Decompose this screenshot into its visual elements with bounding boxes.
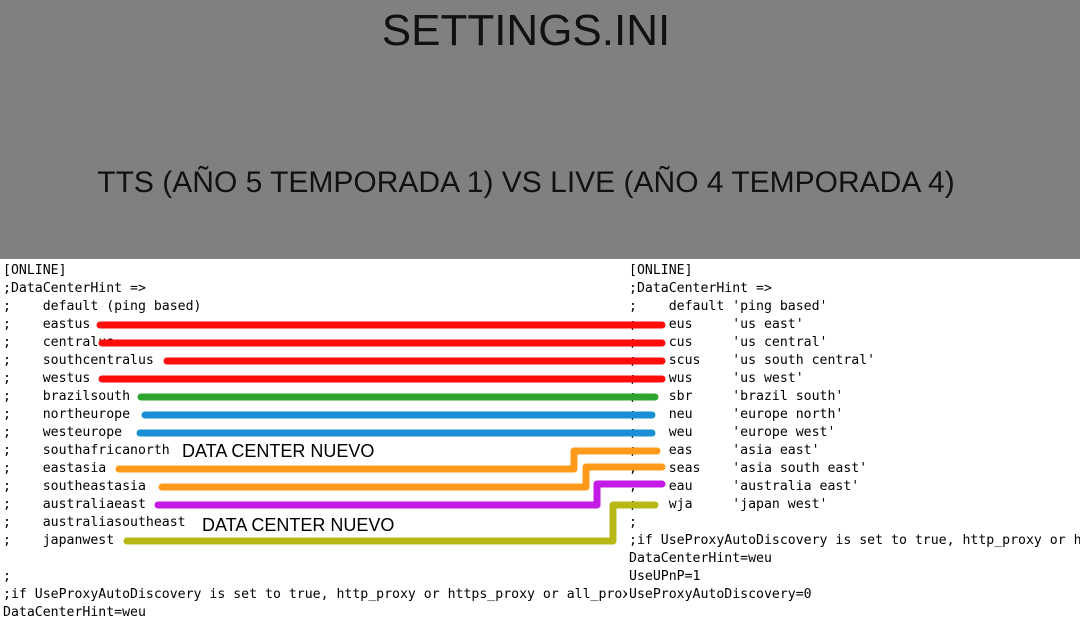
code-line: DataCenterHint=weu — [629, 551, 772, 566]
code-line: ;if UseProxyAutoDiscovery is set to true… — [3, 587, 627, 602]
code-line: ; wus 'us west' — [629, 371, 804, 386]
code-line: ; westeurope — [3, 425, 123, 440]
code-line: ; eau 'australia east' — [629, 479, 860, 494]
header-banner: SETTINGS.INI TTS (AÑO 5 TEMPORADA 1) VS … — [0, 0, 1080, 259]
right-file-pane: [ONLINE] ;DataCenterHint => ; default 'p… — [629, 262, 1080, 618]
code-line: ;if UseProxyAutoDiscovery is set to true… — [629, 533, 1080, 548]
code-line: ;DataCenterHint => — [629, 281, 772, 296]
code-line: ; brazilsouth — [3, 389, 131, 404]
code-line: ; seas 'asia south east' — [629, 461, 868, 476]
code-line: ; northeurope — [3, 407, 131, 422]
code-line: ; cus 'us central' — [629, 335, 828, 350]
left-file-pane: [ONLINE] ;DataCenterHint => ; default (p… — [0, 262, 627, 618]
code-line: ; weu 'europe west' — [629, 425, 836, 440]
code-line: ; — [3, 569, 11, 584]
code-line: ;DataCenterHint => — [3, 281, 146, 296]
code-line: ; — [629, 515, 637, 530]
code-line: ; eus 'us east' — [629, 317, 804, 332]
code-line: ; australiaeast — [3, 497, 146, 512]
code-line: ; eas 'asia east' — [629, 443, 820, 458]
code-line: ; wja 'japan west' — [629, 497, 828, 512]
code-line: UseProxyAutoDiscovery=0 — [629, 587, 812, 602]
code-line: ; australiasoutheast — [3, 515, 186, 530]
code-line: ; southafricanorth — [3, 443, 170, 458]
code-line: ; southcentralus — [3, 353, 154, 368]
code-line: ; eastasia — [3, 461, 107, 476]
code-line: DataCenterHint=weu — [3, 605, 146, 618]
code-line: ; default 'ping based' — [629, 299, 828, 314]
code-line: UseUPnP=1 — [629, 569, 701, 584]
code-line: ; southeastasia — [3, 479, 146, 494]
code-line: ; neu 'europe north' — [629, 407, 844, 422]
code-line: ; scus 'us south central' — [629, 353, 876, 368]
new-datacenter-note: DATA CENTER NUEVO — [202, 515, 395, 535]
page-title: SETTINGS.INI — [381, 6, 671, 55]
code-line: ; centralus — [3, 335, 115, 350]
page-subtitle: TTS (AÑO 5 TEMPORADA 1) VS LIVE (AÑO 4 T… — [97, 166, 955, 199]
code-line: ; westus — [3, 371, 91, 386]
code-line: ; sbr 'brazil south' — [629, 389, 844, 404]
code-line: ; default (ping based) — [3, 299, 202, 314]
code-line: [ONLINE] — [629, 263, 693, 278]
code-line: ; japanwest — [3, 533, 115, 548]
code-line: [ONLINE] — [3, 263, 67, 278]
new-datacenter-note: DATA CENTER NUEVO — [182, 441, 375, 461]
code-line: ; eastus — [3, 317, 91, 332]
